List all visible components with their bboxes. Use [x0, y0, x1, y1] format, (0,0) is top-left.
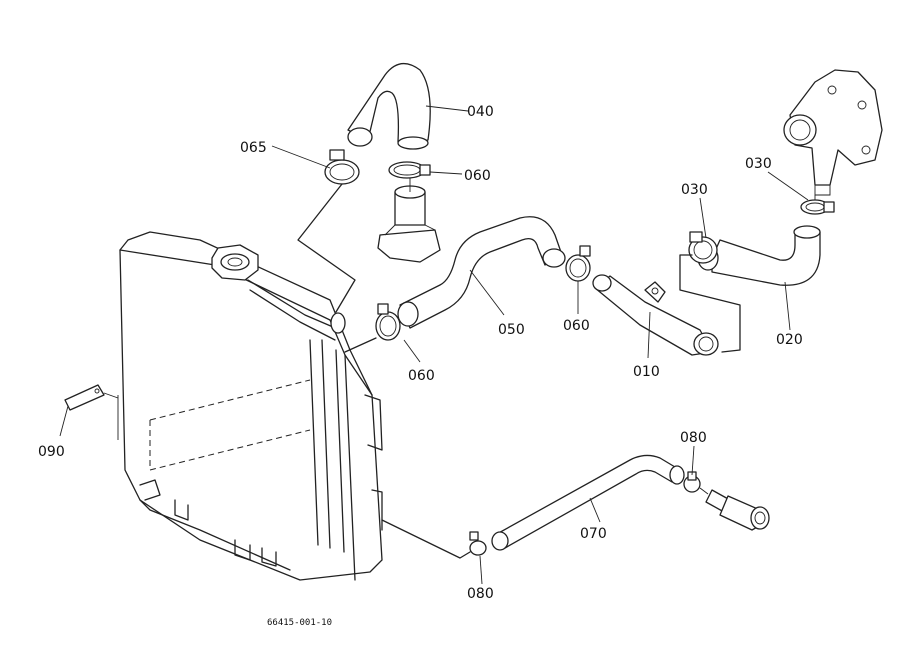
- part-060-clamp-right: [565, 245, 591, 282]
- label-060-mid: 060: [563, 318, 590, 334]
- label-090: 090: [38, 444, 65, 460]
- label-060-top: 060: [464, 168, 491, 184]
- radiator: [117, 231, 383, 581]
- part-080-clamp-right: [683, 471, 701, 493]
- part-030-clamp-right: [800, 199, 835, 215]
- label-065: 065: [240, 140, 267, 156]
- thermostat-housing: [377, 185, 441, 263]
- label-080-left: 080: [467, 586, 494, 602]
- part-060-clamp-top: [388, 161, 431, 179]
- label-030-right: 030: [745, 156, 772, 172]
- part-080-clamp-left: [469, 531, 487, 556]
- part-090-plate: [64, 384, 119, 411]
- part-050-hose: [397, 216, 566, 329]
- part-020-hose: [697, 225, 821, 286]
- label-050: 050: [498, 322, 525, 338]
- part-060-clamp-left: [375, 303, 401, 341]
- label-080-right: 080: [680, 430, 707, 446]
- part-040-upper-hose: [347, 63, 431, 150]
- part-labels: 040 065 060 030 030 050 060 060 010 020 …: [38, 104, 803, 602]
- label-040: 040: [467, 104, 494, 120]
- label-060-left: 060: [408, 368, 435, 384]
- water-pump-housing: [783, 69, 883, 196]
- part-030-clamp-left: [688, 231, 718, 264]
- part-010-pipe: [592, 274, 719, 356]
- label-030-left: 030: [681, 182, 708, 198]
- label-010: 010: [633, 364, 660, 380]
- drain-fitting: [705, 489, 770, 531]
- part-065-clamp: [324, 149, 360, 185]
- connection-lines: [297, 178, 816, 559]
- label-070: 070: [580, 526, 607, 542]
- part-070-lower-hose: [491, 454, 685, 551]
- label-020: 020: [776, 332, 803, 348]
- leader-lines: [59, 105, 809, 585]
- drawing-code: 66415-001-10: [267, 618, 332, 628]
